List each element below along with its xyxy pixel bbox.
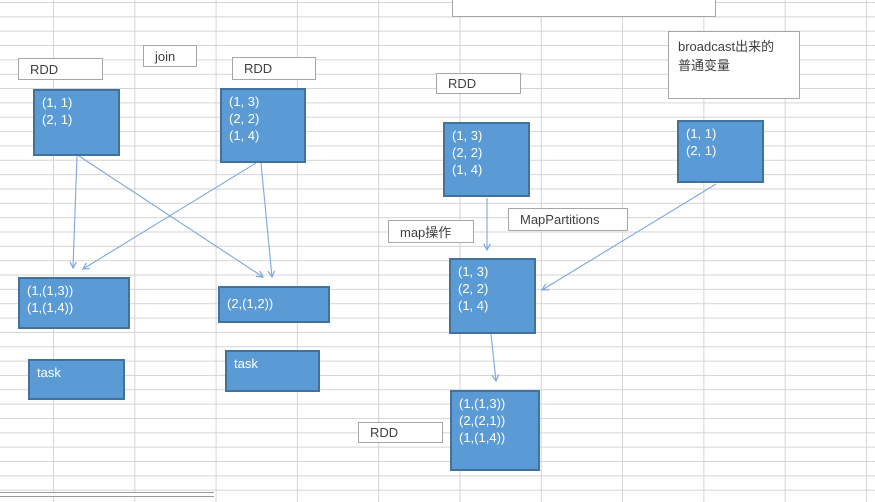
- node-final-result-rdd[interactable]: (1,(1,3)) (2,(2,1)) (1,(1,4)): [450, 390, 540, 471]
- label-text: RDD: [244, 61, 273, 76]
- node-text-line: (1, 3): [452, 128, 483, 143]
- label-rdd-bottom[interactable]: RDD: [358, 422, 443, 443]
- label-text: join: [155, 48, 176, 64]
- arrow-mid-input-to-result-a[interactable]: [81, 162, 257, 270]
- node-map-result-rdd[interactable]: (1, 3) (2, 2) (1, 4): [449, 258, 536, 334]
- node-text-line: task: [234, 356, 258, 371]
- node-join-result-a[interactable]: (1,(1,3)) (1,(1,4)): [18, 277, 130, 329]
- node-text-line: (1,(1,4)): [27, 300, 74, 315]
- label-map-partitions[interactable]: MapPartitions: [508, 208, 628, 231]
- arrow-left-input-to-result-b[interactable]: [78, 155, 265, 278]
- arrow-broadcast-to-map-result[interactable]: [540, 183, 717, 291]
- node-task-left[interactable]: task: [28, 359, 125, 400]
- arrow-left-input-to-result-a[interactable]: [69, 155, 78, 270]
- node-text-line: (2, 2): [458, 281, 489, 296]
- label-broadcast-variable[interactable]: broadcast出来的 普通变量: [668, 31, 800, 99]
- node-left-input-rdd[interactable]: (1, 1) (2, 1): [33, 89, 120, 156]
- label-rdd-mid[interactable]: RDD: [232, 57, 316, 80]
- node-text-line: (2,(1,2)): [227, 296, 274, 311]
- node-text-line: (1, 1): [686, 126, 717, 141]
- label-text: broadcast出来的: [678, 39, 775, 54]
- node-text-line: (1,(1,3)): [27, 283, 74, 298]
- top-cutoff-textbox[interactable]: [452, 0, 716, 17]
- label-text: RDD: [448, 76, 477, 91]
- page-break-line: [0, 492, 214, 497]
- node-text-line: (2,(2,1)): [459, 413, 506, 428]
- label-map-operation[interactable]: map操作: [388, 220, 474, 243]
- label-text: map操作: [400, 225, 452, 240]
- node-text-line: task: [37, 365, 61, 380]
- node-mid-input-rdd[interactable]: (1, 3) (2, 2) (1, 4): [220, 88, 306, 163]
- label-rdd-left[interactable]: RDD: [18, 58, 103, 80]
- node-text-line: (2, 2): [452, 145, 483, 160]
- node-text-line: (2, 1): [686, 143, 717, 158]
- label-join[interactable]: join: [143, 45, 197, 67]
- label-text: 普通变量: [678, 58, 731, 73]
- label-text: RDD: [30, 61, 59, 77]
- label-rdd-right[interactable]: RDD: [436, 73, 521, 94]
- node-right-input-rdd[interactable]: (1, 3) (2, 2) (1, 4): [443, 122, 530, 197]
- node-text-line: (1, 1): [42, 95, 73, 110]
- node-text-line: (2, 1): [42, 112, 73, 127]
- label-text: MapPartitions: [520, 212, 600, 227]
- arrow-map-result-to-final[interactable]: [490, 333, 500, 383]
- node-task-right[interactable]: task: [225, 350, 320, 392]
- node-text-line: (1,(1,3)): [459, 396, 506, 411]
- arrow-mid-input-to-result-b[interactable]: [260, 162, 276, 279]
- node-text-line: (1,(1,4)): [459, 430, 506, 445]
- node-text-line: (1, 4): [458, 298, 489, 313]
- node-text-line: (1, 4): [229, 128, 260, 143]
- node-broadcast-variable[interactable]: (1, 1) (2, 1): [677, 120, 764, 183]
- node-text-line: (1, 3): [458, 264, 489, 279]
- node-text-line: (1, 3): [229, 94, 260, 109]
- node-text-line: (2, 2): [229, 111, 260, 126]
- node-join-result-b[interactable]: (2,(1,2)): [218, 286, 330, 323]
- node-text-line: (1, 4): [452, 162, 483, 177]
- label-text: RDD: [370, 425, 399, 440]
